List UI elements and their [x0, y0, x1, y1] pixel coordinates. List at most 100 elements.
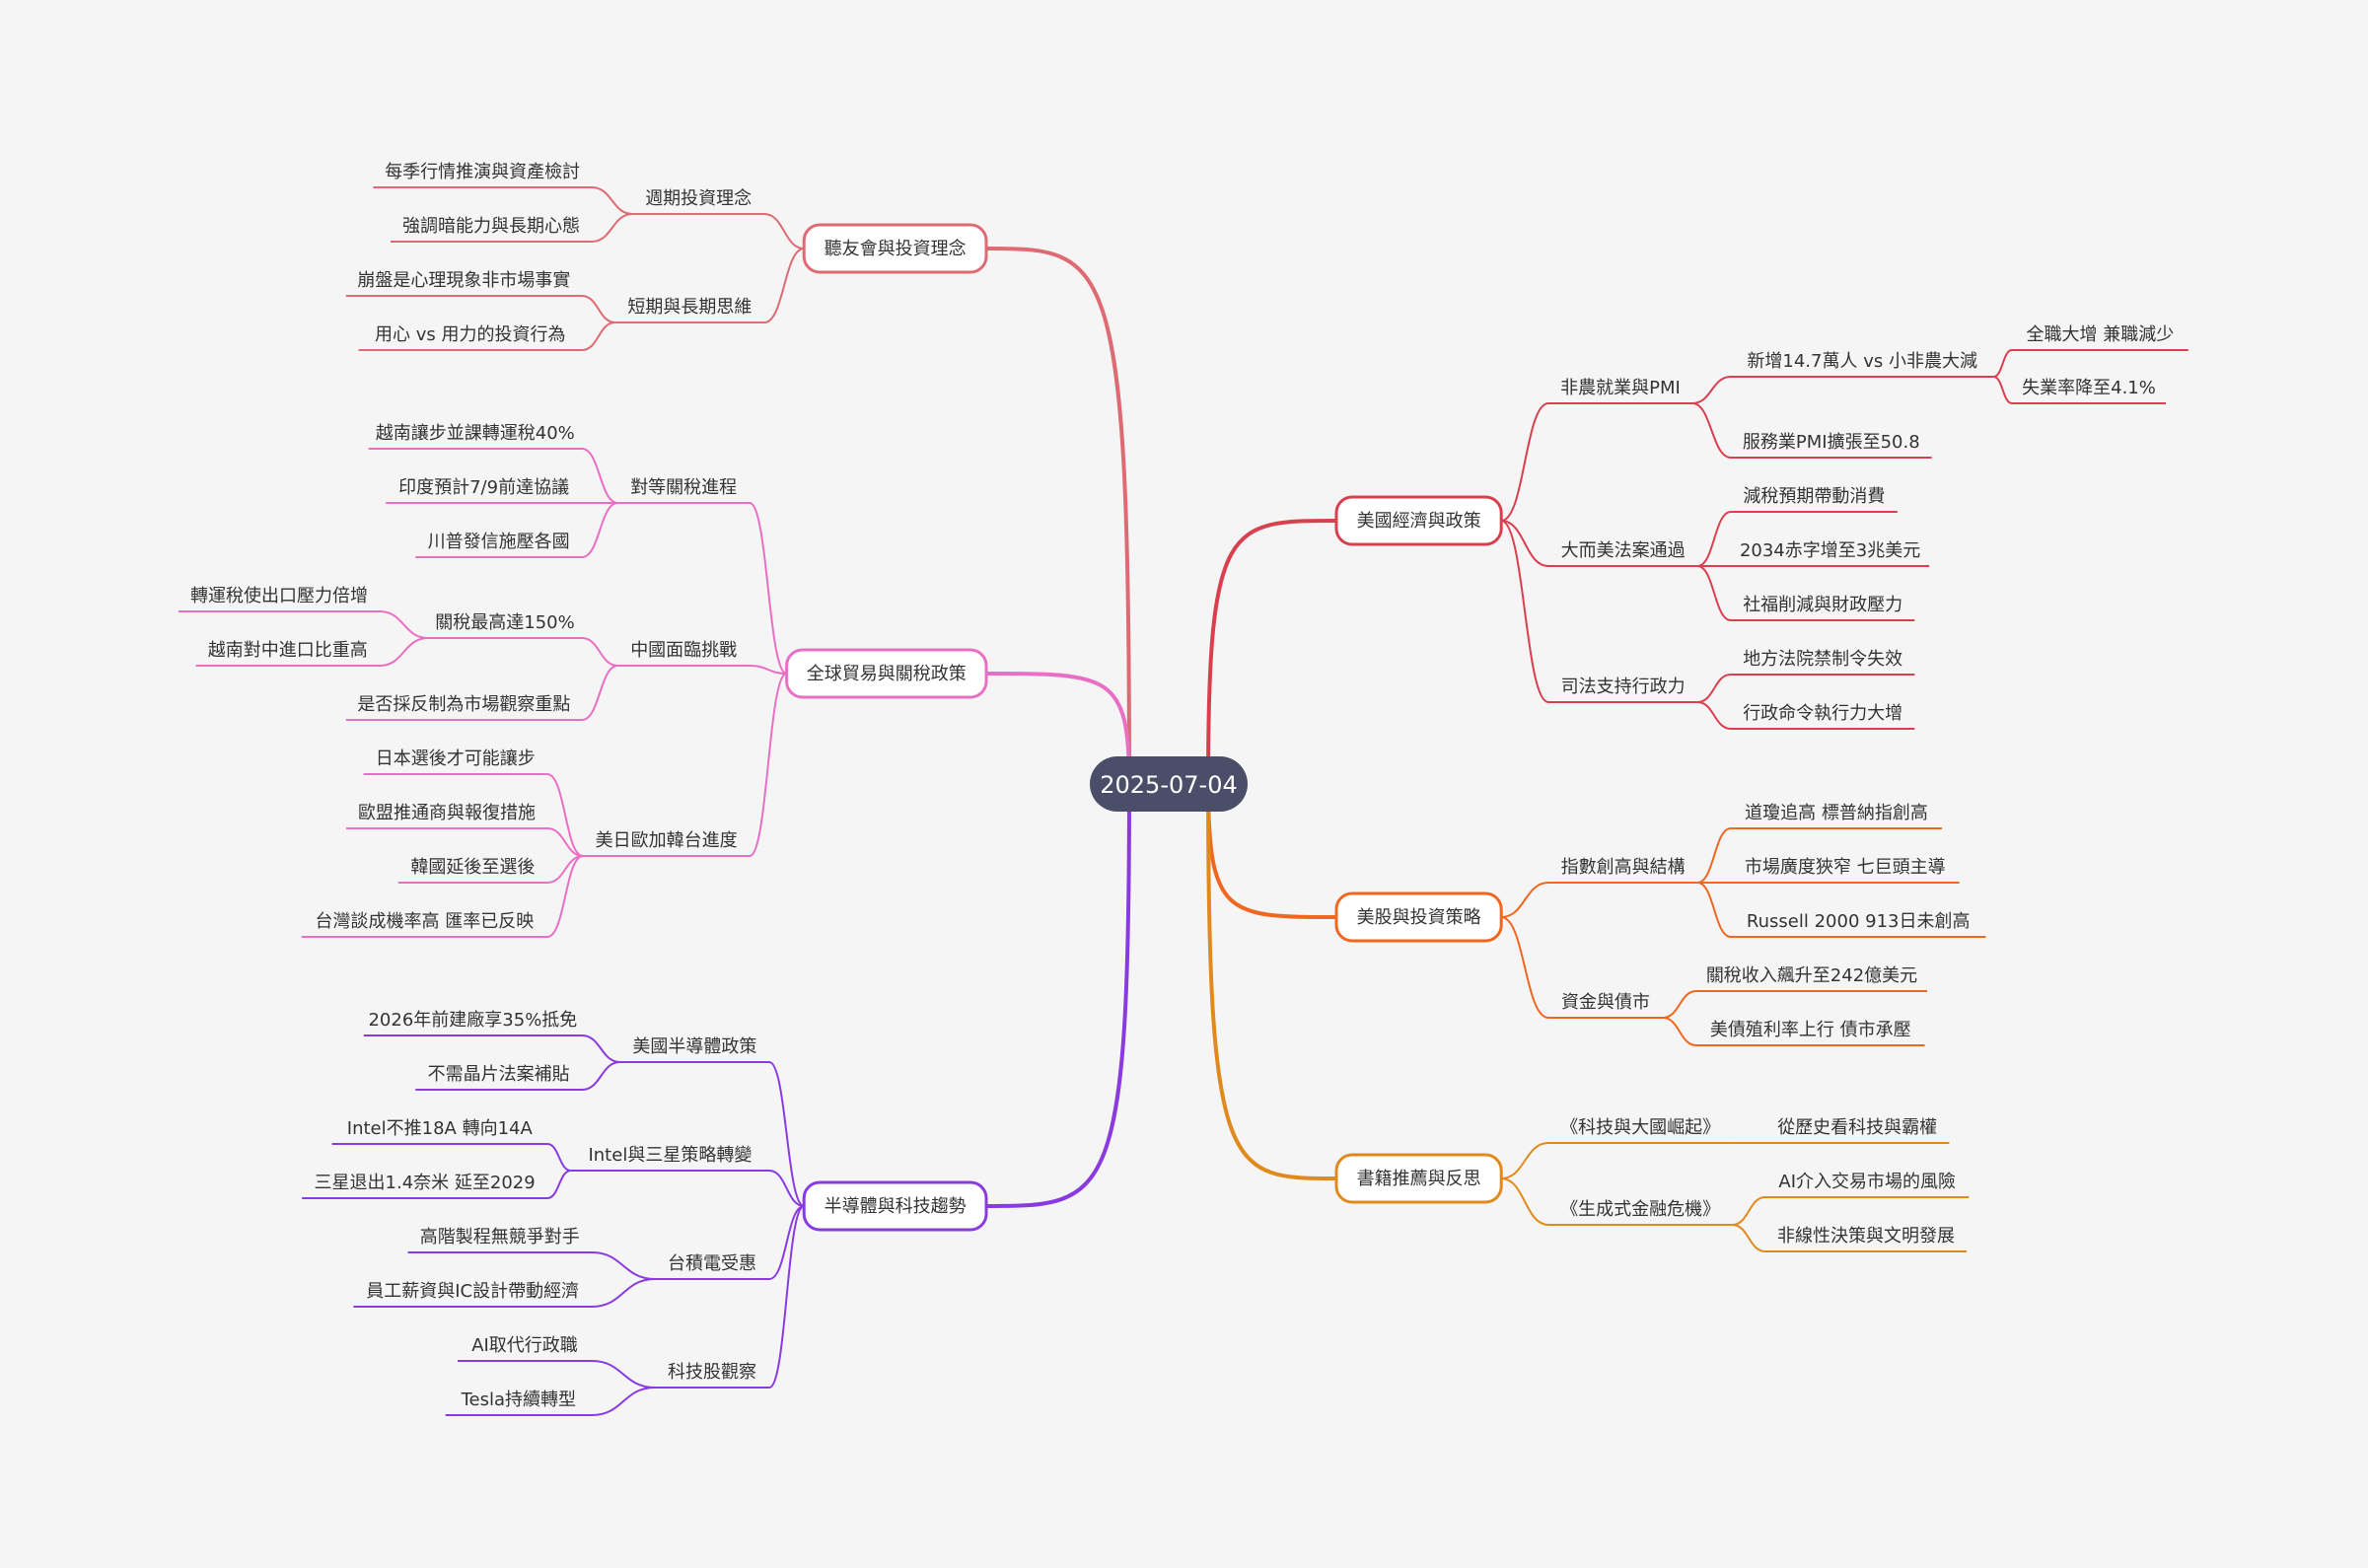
- connector-3-1-0: [581, 295, 615, 323]
- connector-3-1: [763, 248, 805, 323]
- topic-node-label[interactable]: 川普發信施壓各國: [428, 532, 570, 552]
- topic-node-label[interactable]: 《科技與大國崛起》: [1560, 1117, 1720, 1138]
- connector-5-3-1: [591, 1387, 656, 1416]
- connector-5-2-0: [591, 1251, 656, 1280]
- root-label: 2025-07-04: [1100, 771, 1237, 799]
- branch-node[interactable]: 聽友會與投資理念: [802, 223, 988, 274]
- topic-node-label[interactable]: 《生成式金融危機》: [1560, 1199, 1720, 1220]
- topic-node-label[interactable]: 三星退出1.4奈米 延至2029: [315, 1173, 536, 1193]
- connector-root-branch-3: [985, 247, 1131, 785]
- topic-node-label[interactable]: 不需晶片法案補貼: [428, 1064, 570, 1085]
- topic-node-label[interactable]: AI介入交易市場的風險: [1778, 1172, 1956, 1192]
- topic-node-label[interactable]: 道瓊追高 標普納指創高: [1745, 803, 1928, 823]
- topic-node-label[interactable]: 越南對中進口比重高: [208, 640, 368, 661]
- topic-node-label[interactable]: 美日歐加韓台進度: [596, 830, 738, 851]
- connector-2-1-1: [1732, 1224, 1766, 1252]
- topic-node-label[interactable]: 從歷史看科技與霸權: [1777, 1117, 1937, 1138]
- topic-node-label[interactable]: 行政命令執行力大增: [1743, 703, 1902, 724]
- topic-node-label[interactable]: 失業率降至4.1%: [2022, 378, 2156, 398]
- connector-1-1-0: [1662, 990, 1697, 1019]
- branch-label: 美股與投資策略: [1357, 907, 1481, 928]
- topic-node-label[interactable]: 市場廣度狹窄 七巨頭主導: [1745, 857, 1946, 878]
- topic-node-label[interactable]: AI取代行政職: [471, 1335, 578, 1356]
- connector-3-0-1: [591, 213, 633, 243]
- topic-node-label[interactable]: 資金與債市: [1561, 992, 1650, 1013]
- branch-label: 全球貿易與關稅政策: [807, 664, 967, 684]
- topic-node-label[interactable]: 對等關稅進程: [630, 477, 737, 498]
- topic-node-label[interactable]: 關稅最高達150%: [435, 612, 574, 633]
- topic-node-label[interactable]: 週期投資理念: [645, 187, 752, 209]
- branch-node[interactable]: 全球貿易與關稅政策: [785, 648, 988, 699]
- topic-node-label[interactable]: Russell 2000 913日未創高: [1747, 911, 1971, 932]
- topic-node-label[interactable]: 台積電受惠: [668, 1253, 756, 1274]
- topic-node-label[interactable]: 韓國延後至選後: [410, 857, 535, 878]
- connector-0-0-1: [1691, 402, 1732, 459]
- topic-node-label[interactable]: 美債殖利率上行 債市承壓: [1710, 1019, 1911, 1040]
- topic-node-label[interactable]: 每季行情推演與資產檢討: [385, 162, 580, 182]
- topic-node-label[interactable]: 轉運稅使出口壓力倍增: [190, 586, 368, 606]
- connector-4-1-0-1: [379, 637, 429, 667]
- connector-0-0-0: [1691, 376, 1732, 404]
- branch-label: 聽友會與投資理念: [825, 238, 967, 259]
- node-layer: 美國經濟與政策 非農就業與PMI 新增14.7萬人 vs 小非農大減 全職大增 兼職減…: [190, 162, 2174, 1410]
- topic-node-label[interactable]: 2026年前建廠享35%抵免: [368, 1009, 577, 1031]
- topic-node-label[interactable]: 強調暗能力與長期心態: [402, 216, 580, 237]
- topic-node-label[interactable]: 服務業PMI擴張至50.8: [1743, 432, 1920, 453]
- topic-node-label[interactable]: 司法支持行政力: [1561, 677, 1686, 697]
- topic-node-label[interactable]: 2034赤字增至3兆美元: [1740, 540, 1920, 561]
- branch-node[interactable]: 美國經濟與政策: [1334, 495, 1503, 546]
- branch-node[interactable]: 半導體與科技趨勢: [802, 1180, 988, 1232]
- topic-node-label[interactable]: 地方法院禁制令失效: [1743, 649, 1902, 670]
- topic-node-label[interactable]: 歐盟推通商與報復措施: [358, 803, 536, 823]
- connector-0-0-0-1: [1993, 376, 2013, 404]
- branch-box: [785, 648, 988, 699]
- topic-node-label[interactable]: 日本選後才可能讓步: [376, 748, 536, 769]
- topic-node-label[interactable]: 短期與長期思維: [627, 297, 752, 318]
- branch-node[interactable]: 書籍推薦與反思: [1334, 1153, 1503, 1204]
- connector-0-2-0: [1697, 674, 1732, 703]
- topic-node-label[interactable]: Intel不推18A 轉向14A: [347, 1118, 534, 1139]
- connector-5-2-1: [591, 1278, 656, 1308]
- topic-node-label[interactable]: 台灣談成機率高 匯率已反映: [316, 911, 535, 932]
- connector-1-1-1: [1662, 1017, 1697, 1046]
- connector-1-0-2: [1696, 882, 1732, 938]
- branch-node[interactable]: 美股與投資策略: [1334, 891, 1503, 943]
- topic-node-label[interactable]: 社福削減與財政壓力: [1743, 595, 1902, 615]
- topic-node-label[interactable]: 崩盤是心理現象非市場事實: [357, 270, 570, 291]
- topic-node-label[interactable]: 印度預計7/9前達協議: [398, 477, 569, 498]
- branch-box: [802, 223, 988, 274]
- branch-box: [1334, 1153, 1503, 1204]
- topic-node-label[interactable]: 非線性決策與文明發展: [1777, 1226, 1955, 1247]
- topic-node-label[interactable]: Intel與三星策略轉變: [588, 1145, 752, 1166]
- branch-label: 書籍推薦與反思: [1357, 1169, 1481, 1189]
- topic-node-label[interactable]: 全職大增 兼職減少: [2027, 324, 2175, 345]
- topic-node-label[interactable]: 減稅預期帶動消費: [1743, 486, 1885, 507]
- topic-node-label[interactable]: Tesla持續轉型: [461, 1390, 576, 1410]
- topic-node-label[interactable]: 高階製程無競爭對手: [420, 1227, 580, 1247]
- branch-box: [1334, 495, 1503, 546]
- connector-5-1-1: [546, 1170, 572, 1199]
- topic-node-label[interactable]: 美國半導體政策: [632, 1036, 756, 1057]
- connector-1-0: [1501, 882, 1549, 918]
- connector-4-0-0: [581, 448, 618, 504]
- topic-node-label[interactable]: 關稅收入飆升至242億美元: [1706, 965, 1917, 986]
- topic-node-label[interactable]: 大而美法案通過: [1561, 540, 1686, 561]
- connector-2-1: [1501, 1177, 1549, 1226]
- topic-node-label[interactable]: 指數創高與結構: [1561, 857, 1686, 878]
- topic-node-label[interactable]: 用心 vs 用力的投資行為: [375, 324, 565, 345]
- connector-0-2-1: [1697, 701, 1732, 730]
- connector-2-0: [1501, 1142, 1549, 1179]
- topic-node-label[interactable]: 員工薪資與IC設計帶動經濟: [366, 1281, 579, 1302]
- topic-node-label[interactable]: 非農就業與PMI: [1560, 378, 1681, 398]
- connector-3-1-1: [581, 321, 615, 351]
- root-node[interactable]: 2025-07-04: [1090, 756, 1248, 812]
- topic-node-label[interactable]: 越南讓步並課轉運稅40%: [376, 423, 575, 444]
- connector-5-2: [768, 1205, 805, 1280]
- connector-1-1: [1500, 916, 1549, 1019]
- topic-node-label[interactable]: 是否採反制為市場觀察重點: [357, 694, 570, 715]
- topic-node-label[interactable]: 中國面臨挑戰: [630, 640, 737, 661]
- topic-node-label[interactable]: 新增14.7萬人 vs 小非農大減: [1747, 351, 1977, 372]
- topic-node-label[interactable]: 科技股觀察: [668, 1362, 756, 1383]
- branch-box: [802, 1180, 988, 1232]
